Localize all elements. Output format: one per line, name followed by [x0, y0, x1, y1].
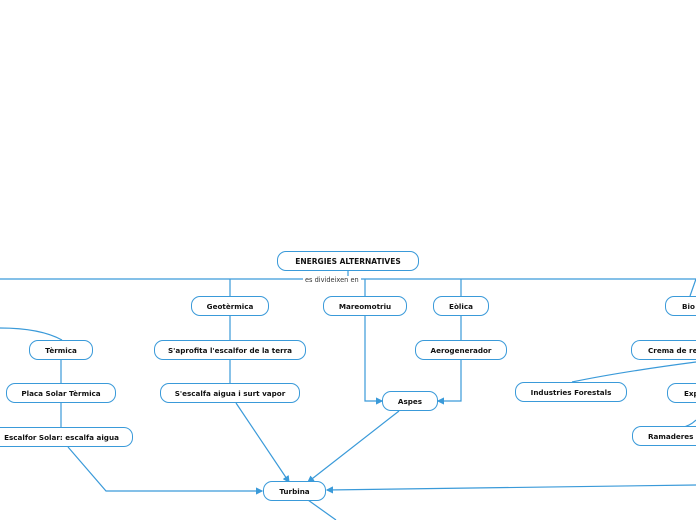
root-node-energies-alternatives[interactable]: ENERGIES ALTERNATIVES: [277, 251, 419, 271]
node-turbina[interactable]: Turbina: [263, 481, 326, 501]
node-industries-forestals[interactable]: Industries Forestals: [515, 382, 627, 402]
node-termica[interactable]: Tèrmica: [29, 340, 93, 360]
node-eolica[interactable]: Eòlica: [433, 296, 489, 316]
node-explotacions[interactable]: Exp: [667, 383, 696, 403]
node-mareomotriu[interactable]: Mareomotriu: [323, 296, 407, 316]
edge-label-divideixen: es divideixen en: [303, 276, 361, 284]
node-sescalfa-aigua[interactable]: S'escalfa aigua i surt vapor: [160, 383, 300, 403]
node-ramaderes[interactable]: Ramaderes: [632, 426, 696, 446]
node-biomassa[interactable]: Bio: [665, 296, 696, 316]
node-geotermica[interactable]: Geotèrmica: [191, 296, 269, 316]
node-aspes[interactable]: Aspes: [382, 391, 438, 411]
node-saprofita-escalfor[interactable]: S'aprofita l'escalfor de la terra: [154, 340, 306, 360]
node-escalfor-solar[interactable]: Escalfor Solar: escalfa aigua: [0, 427, 133, 447]
node-aerogenerador[interactable]: Aerogenerador: [415, 340, 507, 360]
node-crema-residus[interactable]: Crema de re: [631, 340, 696, 360]
node-placa-solar-termica[interactable]: Placa Solar Tèrmica: [6, 383, 116, 403]
